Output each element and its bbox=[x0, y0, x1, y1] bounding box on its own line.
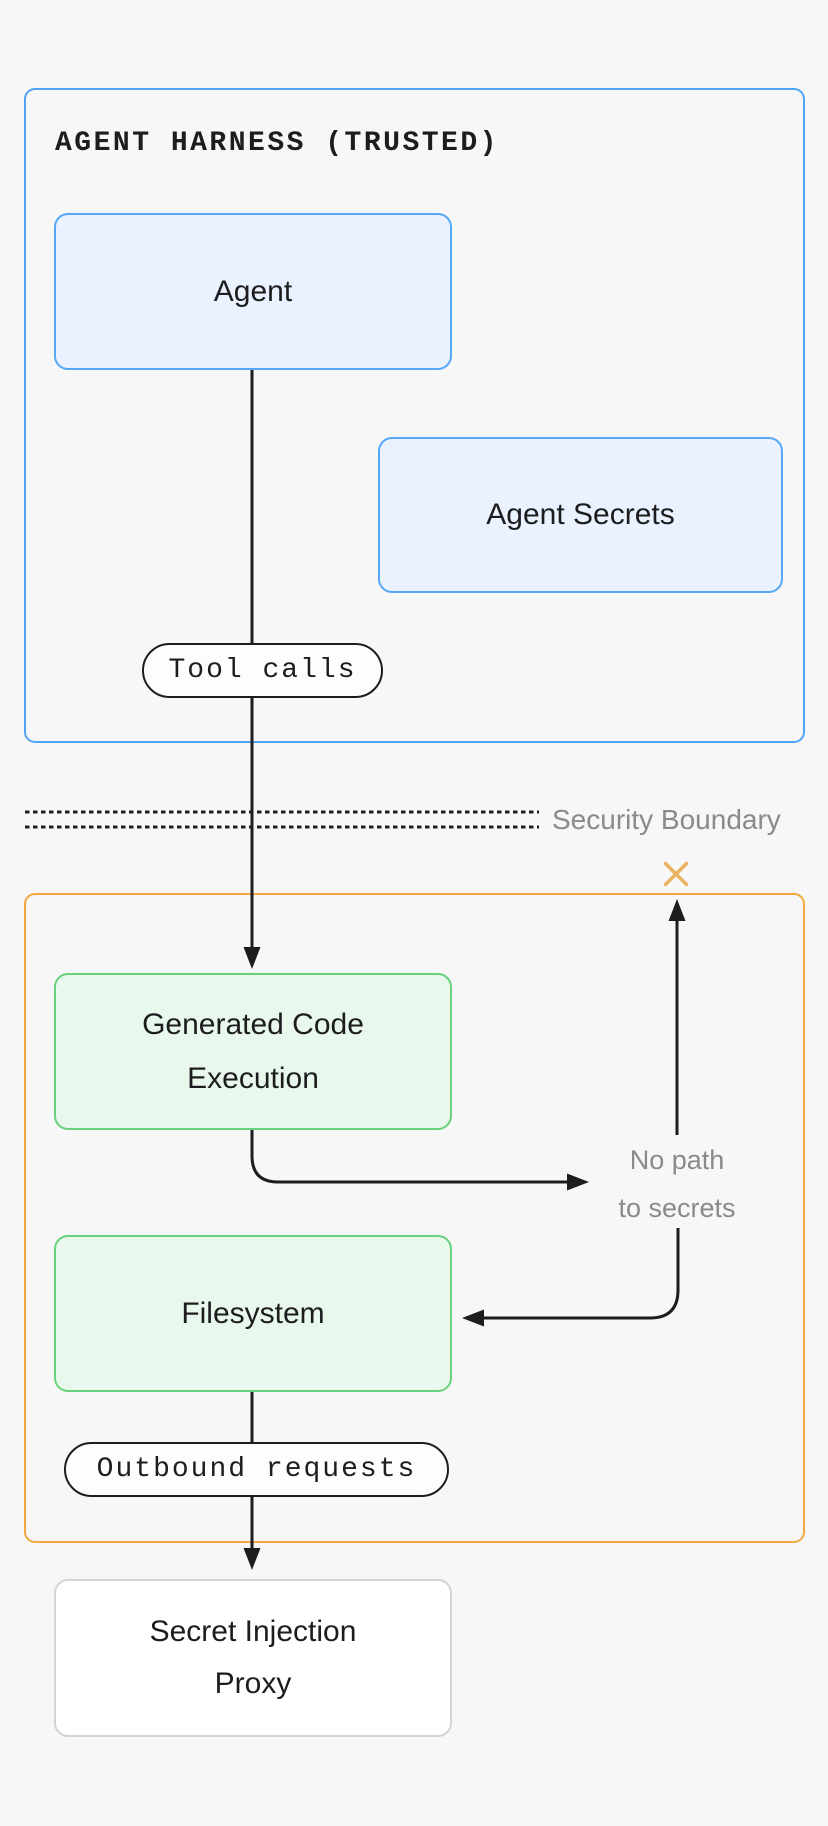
generated-code-execution-label-line1: Generated Code bbox=[142, 1007, 364, 1041]
codeexec-to-nopath-arrowhead bbox=[567, 1173, 589, 1191]
outbound-requests-pill: Outbound requests bbox=[64, 1442, 449, 1497]
agent-secrets-node: Agent Secrets bbox=[378, 437, 783, 593]
trusted-zone-title: AGENT HARNESS (TRUSTED) bbox=[55, 128, 499, 159]
secret-injection-proxy-label-line2: Proxy bbox=[214, 1667, 292, 1700]
outbound-requests-pill-label: Outbound requests bbox=[96, 1454, 417, 1485]
security-boundary-label: Security Boundary bbox=[552, 804, 781, 835]
no-path-label-line1: No path bbox=[629, 1145, 725, 1175]
generated-code-execution-node: Generated Code Execution bbox=[54, 973, 452, 1130]
blocked-path-up-arrowhead bbox=[668, 899, 686, 921]
filesystem-node-label: Filesystem bbox=[181, 1296, 325, 1330]
secret-injection-proxy-node: Secret Injection Proxy bbox=[54, 1579, 452, 1737]
trusted-zone-container: AGENT HARNESS (TRUSTED) bbox=[24, 88, 805, 743]
generated-code-execution-label-line2: Execution bbox=[187, 1061, 319, 1095]
agent-node: Agent bbox=[54, 213, 452, 370]
agent-node-label: Agent bbox=[213, 274, 293, 308]
tool-calls-pill-label: Tool calls bbox=[168, 655, 357, 686]
agent-secrets-node-label: Agent Secrets bbox=[486, 498, 675, 531]
secret-injection-proxy-label-line1: Secret Injection bbox=[149, 1615, 357, 1648]
sandbox-zone-container bbox=[24, 893, 805, 1543]
filesystem-to-proxy-arrowhead bbox=[243, 1548, 261, 1570]
no-path-label-line2: to secrets bbox=[618, 1193, 736, 1223]
nopath-to-filesystem-arrowhead bbox=[462, 1309, 484, 1327]
no-path-to-secrets-label: No path to secrets bbox=[618, 1136, 735, 1232]
agent-to-codeexec-arrowhead bbox=[243, 947, 261, 969]
tool-calls-pill: Tool calls bbox=[142, 643, 383, 698]
blocked-cross-icon bbox=[663, 861, 689, 887]
codeexec-to-nopath-arrow bbox=[250, 1130, 568, 1184]
nopath-to-filesystem-arrow bbox=[483, 1228, 680, 1320]
filesystem-node: Filesystem bbox=[54, 1235, 452, 1392]
